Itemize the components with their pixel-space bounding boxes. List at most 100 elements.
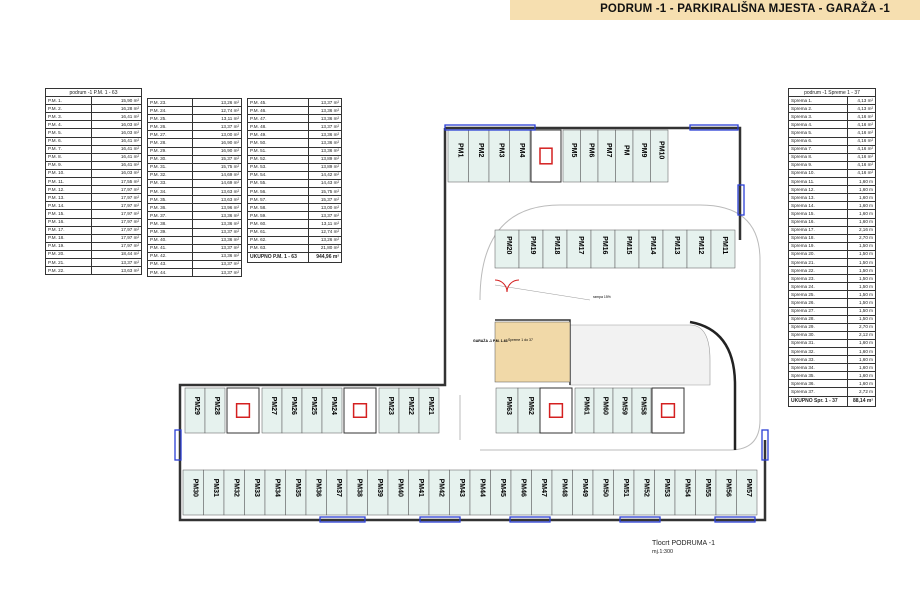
window <box>319 516 366 523</box>
outer-wall <box>178 128 767 522</box>
stairwell <box>343 387 377 434</box>
hatched-area <box>569 324 711 386</box>
parking-space <box>494 229 520 269</box>
parking-space <box>662 229 688 269</box>
parking-space-label: PM24 <box>330 397 337 415</box>
stairwell <box>226 387 260 434</box>
parking-space-label: PM61 <box>583 397 590 415</box>
window <box>689 124 739 131</box>
parking-space-label: PM46 <box>519 479 526 497</box>
parking-space-label: PM1 <box>456 143 463 158</box>
parking-space-label: PM44 <box>478 479 485 497</box>
table-row: P.M. 22.13,63 m² <box>44 266 142 276</box>
parking-space <box>710 229 736 269</box>
parking-space-label: PM6 <box>587 143 594 158</box>
ramp-wall <box>689 320 737 450</box>
elevator-icon <box>235 403 251 418</box>
parking-space <box>590 229 616 269</box>
plan-structure: Spreme 1 do 37 GARAŽA -1 P.M. 1-63 rampa… <box>178 126 767 522</box>
parking-space-label: PM48 <box>560 479 567 497</box>
parking-space-label: PM22 <box>407 397 414 415</box>
parking-space-label: PM60 <box>602 397 609 415</box>
parking-space-label: PM21 <box>427 397 434 415</box>
parking-space-label: PM <box>622 145 629 156</box>
parking-space-label: PM56 <box>724 479 731 497</box>
storage-label: Spreme 1 do 37 <box>508 338 533 342</box>
window <box>509 516 551 523</box>
label-cell: P.M. 44. <box>146 267 194 278</box>
window <box>444 124 536 131</box>
parking-space-label: PM41 <box>417 479 424 497</box>
parking-space-label: PM23 <box>387 397 394 415</box>
parking-space <box>418 387 440 434</box>
window <box>174 429 182 461</box>
parking-space-label: PM32 <box>232 479 239 497</box>
window <box>419 516 461 523</box>
parking-space <box>566 229 592 269</box>
parking-space-label: PM62 <box>527 397 534 415</box>
parking-space-label: PM12 <box>697 236 704 254</box>
door-icon <box>506 279 520 293</box>
value-cell: 13,37 m² <box>192 267 242 278</box>
value-cell: 21,80 m² <box>308 243 342 253</box>
parking-space <box>614 229 640 269</box>
parking-space <box>204 387 226 434</box>
label-cell: P.M. 63. <box>246 243 310 253</box>
parking-space-label: PM16 <box>601 236 608 254</box>
parking-space-label: PM52 <box>642 479 649 497</box>
parking-space-label: PM28 <box>213 397 220 415</box>
table-row: P.M. 63.21,80 m² <box>246 243 342 253</box>
parking-space-label: PM14 <box>649 236 656 254</box>
parking-space-label: PM9 <box>640 143 647 158</box>
parking-space-label: PM26 <box>290 397 297 415</box>
parking-space-label: PM10 <box>657 141 664 159</box>
parking-space-label: PM27 <box>270 397 277 415</box>
label-cell: P.M. 22. <box>44 266 93 276</box>
parking-space-label: PM51 <box>622 479 629 497</box>
parking-space-label: PM34 <box>273 479 280 497</box>
parking-space-label: PM19 <box>529 236 536 254</box>
table-row: Sprema 37.2,72 m <box>788 387 877 397</box>
parking-space-label: PM45 <box>499 479 506 497</box>
parking-space-label: PM31 <box>212 479 219 497</box>
window <box>737 184 745 216</box>
parking-space-label: PM39 <box>376 479 383 497</box>
parking-space-label: PM58 <box>640 397 647 415</box>
parking-space <box>736 469 758 516</box>
parking-space <box>631 387 652 434</box>
parking-space <box>542 229 568 269</box>
parking-space-label: PM13 <box>673 236 680 254</box>
value-cell: 2,72 m <box>846 387 877 397</box>
parking-space-label: PM2 <box>477 143 484 158</box>
ramp-label: rampa 15% <box>593 295 611 299</box>
parking-space <box>615 129 634 183</box>
stairwell <box>651 387 685 434</box>
label-cell: UKUPNO P.M. 1 - 63 <box>246 251 310 263</box>
caption-scale: mj.1:300 <box>652 549 674 555</box>
elevator-icon <box>548 403 564 418</box>
elevator-icon <box>660 403 676 418</box>
parking-space-label: PM18 <box>553 236 560 254</box>
parking-space-label: PM36 <box>314 479 321 497</box>
parking-space-label: PM40 <box>396 479 403 497</box>
parking-space-label: PM3 <box>497 143 504 158</box>
parking-space-label: PM30 <box>191 479 198 497</box>
parking-space-label: PM5 <box>570 143 577 158</box>
value-cell: 944,96 m² <box>308 251 342 263</box>
caption-title: Tlocrt PODRUMA -1 <box>652 540 716 547</box>
parking-space-label: PM35 <box>294 479 301 497</box>
window <box>761 429 769 461</box>
parking-space-label: PM7 <box>605 143 612 158</box>
parking-space-label: PM42 <box>437 479 444 497</box>
stairwell <box>530 129 562 183</box>
garage-label: GARAŽA -1 P.M. 1-63 <box>473 338 508 343</box>
window <box>619 516 661 523</box>
value-cell: 13,63 m² <box>91 266 142 276</box>
